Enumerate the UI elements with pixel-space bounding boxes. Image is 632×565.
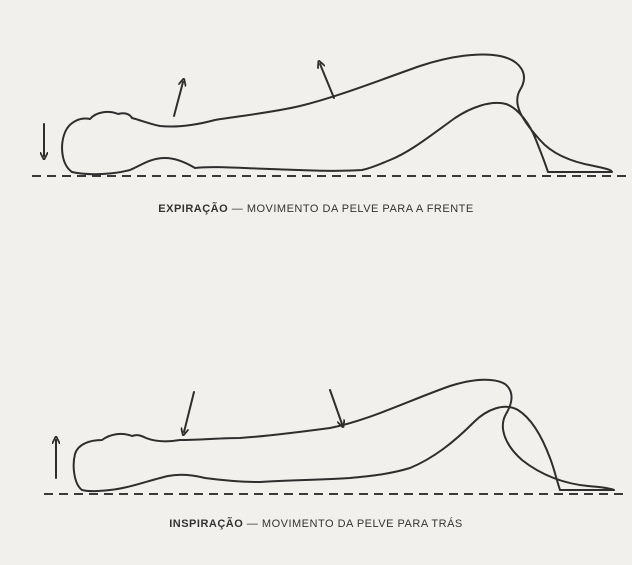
arrow-down-icon [330, 390, 342, 424]
inspiration-figure [44, 380, 628, 494]
expiration-caption: EXPIRAÇÃO — MOVIMENTO DA PELVE PARA A FR… [0, 203, 632, 215]
arrow-down-icon [184, 392, 194, 432]
caption-separator: — [232, 203, 244, 215]
phase-label: EXPIRAÇÃO [158, 203, 228, 215]
inspiration-caption: INSPIRAÇÃO — MOVIMENTO DA PELVE PARA TRÁ… [0, 518, 632, 530]
body-outline [62, 54, 612, 174]
expiration-figure [32, 54, 628, 176]
body-outline [74, 380, 614, 491]
caption-description: MOVIMENTO DA PELVE PARA TRÁS [262, 518, 463, 530]
arrow-up-icon [174, 82, 183, 116]
caption-separator: — [247, 518, 259, 530]
arrow-up-icon [320, 64, 334, 98]
phase-label: INSPIRAÇÃO [169, 518, 243, 530]
caption-description: MOVIMENTO DA PELVE PARA A FRENTE [247, 203, 474, 215]
